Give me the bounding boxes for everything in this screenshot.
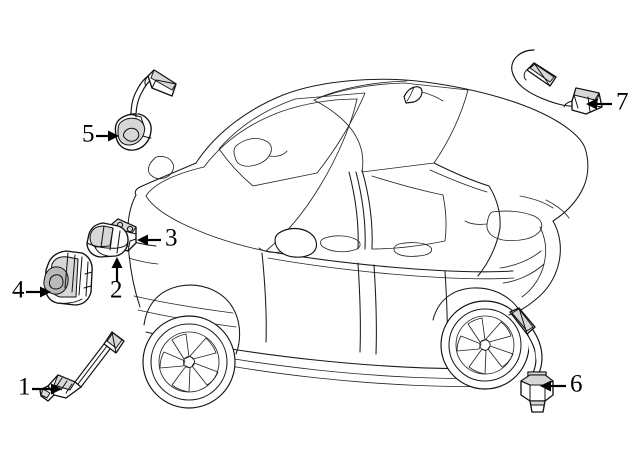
- vehicle-illustration: [127, 78, 589, 409]
- callout-5: 5: [82, 121, 119, 148]
- part-6-sensor-probe: [509, 307, 554, 413]
- callout-2: 2: [110, 257, 123, 304]
- part-1-wire-harness-connector: [39, 331, 125, 402]
- callout-7-number: 7: [616, 89, 629, 116]
- callout-7: 7: [586, 89, 629, 116]
- part-5-rear-view-camera: [114, 69, 177, 151]
- part-2-sensor-bracket-housing: [86, 222, 129, 258]
- callout-4-number: 4: [12, 277, 25, 304]
- callout-1-number: 1: [18, 374, 31, 401]
- callout-6: 6: [540, 371, 583, 398]
- callout-4: 4: [12, 277, 51, 304]
- part-4-camera-module: [43, 250, 93, 306]
- part-7-cable-assembly: [511, 49, 603, 115]
- callout-3: 3: [137, 225, 178, 252]
- callout-5-number: 5: [82, 121, 95, 148]
- callout-1: 1: [18, 374, 62, 401]
- callout-2-number: 2: [110, 277, 123, 304]
- callout-3-number: 3: [165, 225, 178, 252]
- callout-6-number: 6: [570, 371, 583, 398]
